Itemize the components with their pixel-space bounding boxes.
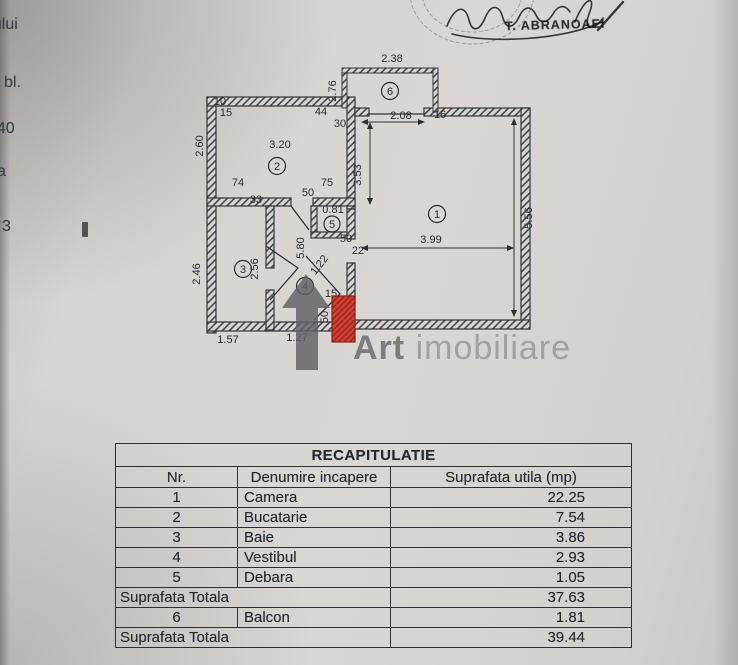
room-number: 2 [274, 161, 280, 173]
room-number: 3 [240, 264, 246, 276]
cell-nr: 5 [115, 567, 238, 588]
dim-label: 0.81 [322, 204, 343, 216]
total-area: 39.44 [389, 627, 633, 648]
logo-emblem [282, 274, 330, 370]
total-row: Suprafata Totala 39.44 [115, 627, 633, 648]
col-header-nr: Nr. [115, 466, 238, 488]
dim-label: 1.22 [308, 253, 331, 277]
cell-nr: 3 [115, 527, 238, 548]
dim-label: 10 [214, 96, 226, 108]
cell-area: 2.93 [389, 547, 633, 568]
dim-label: 15 [220, 107, 232, 119]
cell-nr: 4 [115, 547, 238, 568]
total-area: 37.63 [389, 587, 633, 608]
cell-nr: 6 [115, 607, 238, 628]
dim-label: 30 [334, 118, 346, 130]
dim-label: 2.76 [327, 80, 339, 101]
table-row: 2 Bucatarie 7.54 [115, 507, 633, 528]
detail-lines [265, 113, 517, 321]
dim-label: 50 [302, 187, 314, 199]
dim-label: 75 [321, 177, 333, 189]
cell-area: 22.25 [389, 487, 633, 508]
margin-fragment: 3 [2, 218, 11, 235]
room-number: 6 [387, 86, 393, 98]
cell-area: 1.81 [389, 607, 633, 628]
dim-label: 3.20 [269, 139, 290, 151]
logo-art: Art [353, 329, 406, 367]
dim-label: 2.46 [191, 263, 203, 284]
margin-fragment: oului [0, 16, 18, 33]
total-label: Suprafata Totala [115, 587, 391, 608]
cell-name: Bucatarie [237, 507, 391, 528]
dim-label: 22 [352, 245, 364, 257]
total-row: Suprafata Totala 37.63 [115, 587, 633, 608]
cell-name: Vestibul [237, 547, 391, 568]
cell-area: 1.05 [389, 567, 633, 588]
logo-arrow-icon [282, 274, 330, 370]
col-header-name: Denumire incapere [237, 466, 391, 488]
cell-name: Baie [237, 527, 391, 548]
cell-nr: 1 [115, 487, 238, 508]
dim-label: 2.38 [381, 53, 402, 65]
dim-label: 50 [319, 311, 331, 323]
cell-name: Debara [237, 567, 391, 588]
cell-area: 3.86 [389, 527, 633, 548]
dim-label: 5.56 [523, 207, 535, 228]
dim-label: 16 [434, 109, 446, 121]
cell-nr: 2 [115, 507, 238, 528]
cell-name: Camera [237, 487, 391, 508]
cell-area: 7.54 [389, 507, 633, 528]
walls [206, 67, 531, 334]
margin-fragment: bl. [4, 74, 21, 91]
table-row: 6 Balcon 1.81 [115, 607, 633, 628]
dim-label: 33 [250, 194, 262, 206]
signature [446, 0, 625, 41]
room-number: 5 [329, 219, 335, 231]
dim-label: 44 [315, 106, 327, 118]
table-title: RECAPITULATIE [114, 443, 633, 467]
dim-label: 3.99 [420, 234, 441, 246]
dim-label: 50 [340, 233, 352, 245]
logo-wordmark: Art imobiliare [353, 329, 571, 368]
table-row: 4 Vestibul 2.93 [115, 547, 633, 568]
red-hatched-area [331, 295, 356, 343]
col-header-area: Suprafata utila (mp) [389, 466, 633, 488]
recap-table: RECAPITULATIE Nr. Denumire incapere Supr… [114, 443, 633, 648]
dim-label: 3.53 [352, 164, 364, 185]
dim-label: 1.57 [217, 334, 238, 346]
total-label: Suprafata Totala [115, 627, 391, 648]
table-row: 3 Baie 3.86 [115, 527, 633, 548]
table-row: 5 Debara 1.05 [115, 567, 633, 588]
table-row: 1 Camera 22.25 [115, 487, 633, 508]
room-number: 1 [434, 209, 440, 221]
margin-fragment: a [0, 163, 6, 180]
dim-label: 2.56 [249, 258, 261, 279]
dim-label: 2.08 [390, 110, 411, 122]
dim-label: 5.80 [295, 237, 307, 258]
dim-label: 74 [232, 177, 244, 189]
logo-imobiliare: imobiliare [415, 329, 572, 367]
dim-label: 2.60 [194, 135, 206, 156]
cell-name: Balcon [237, 607, 391, 628]
ink-mark [82, 222, 88, 237]
margin-fragment: 040 [0, 120, 15, 137]
